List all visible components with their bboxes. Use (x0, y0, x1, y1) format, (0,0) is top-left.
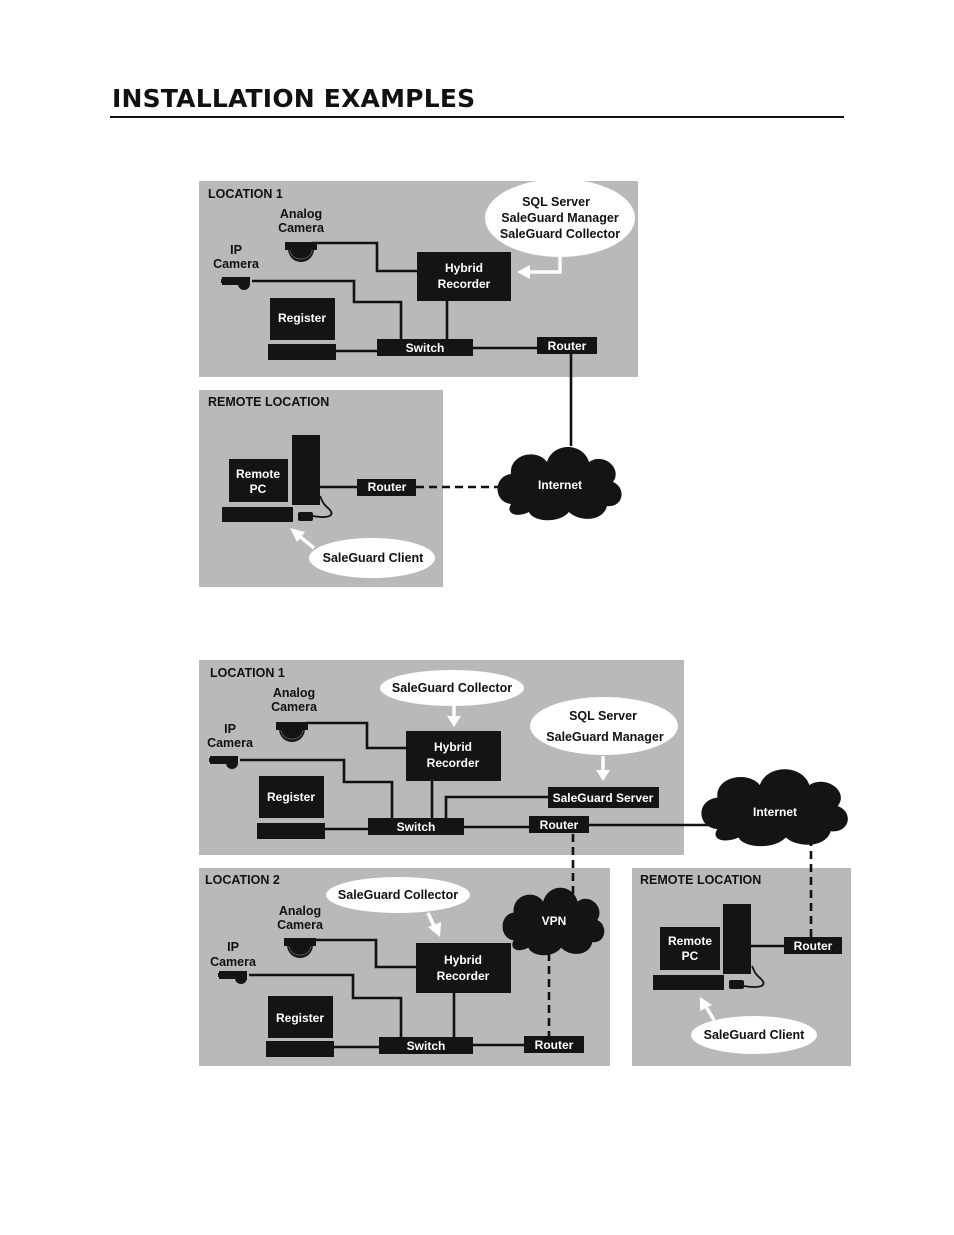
ip-camera-label: IP (230, 243, 242, 257)
saleguard-collector-label: SaleGuard Collector (392, 681, 512, 695)
remote-pc-monitor (229, 459, 288, 502)
saleguard-server-box (548, 787, 659, 808)
remote-pc-keyboard (222, 507, 293, 522)
mouse-icon (298, 512, 313, 521)
hybrid-recorder-label: Recorder (427, 756, 480, 770)
ip-camera-label: Camera (210, 955, 257, 969)
remote-pc-monitor (660, 927, 720, 970)
diagram-1: Hybrid Recorder Register Switch Router I… (199, 179, 638, 587)
router-label: Router (540, 818, 579, 832)
sql-server-bubble (485, 179, 635, 257)
register-keyboard (268, 344, 336, 360)
hybrid-recorder-label: Hybrid (445, 261, 483, 275)
saleguard-client-label: SaleGuard Client (704, 1028, 806, 1042)
register-keyboard (257, 823, 325, 839)
hybrid-recorder-box (416, 943, 511, 993)
remote-pc-label: PC (682, 949, 699, 963)
ip-camera-label: IP (227, 940, 239, 954)
register-label: Register (267, 790, 315, 804)
saleguard-collector-bubble (380, 670, 524, 706)
sql-server-bubble (530, 697, 678, 755)
analog-camera-label: Camera (278, 221, 325, 235)
arrow-head (290, 528, 305, 542)
location-1-label: LOCATION 1 (210, 666, 285, 680)
internet-label: Internet (538, 478, 582, 492)
register-box (259, 776, 324, 818)
arrow-head (700, 997, 712, 1011)
arrow-head (596, 770, 610, 781)
saleguard-collector-bubble (326, 877, 470, 913)
hybrid-recorder-label: Recorder (438, 277, 491, 291)
saleguard-client-bubble (691, 1016, 817, 1054)
remote-router-box (357, 479, 416, 496)
switch-label: Switch (407, 1039, 446, 1053)
hybrid-recorder-label: Hybrid (444, 953, 482, 967)
router-box (537, 337, 597, 354)
vpn-label: VPN (542, 914, 567, 928)
bubble-line: SaleGuard Manager (501, 211, 619, 225)
remote-pc-label: PC (250, 482, 267, 496)
bubble-line: SaleGuard Manager (546, 730, 664, 744)
title-rule (110, 116, 844, 118)
switch-box (368, 818, 464, 835)
remote-pc-label: Remote (236, 467, 280, 481)
ip-camera-label: Camera (213, 257, 260, 271)
pc-tower (292, 435, 320, 505)
bubble-line: SQL Server (569, 709, 637, 723)
location-1-label: LOCATION 1 (208, 187, 283, 201)
analog-camera-label: Analog (279, 904, 321, 918)
internet-label: Internet (753, 805, 797, 819)
pc-tower (723, 904, 751, 974)
saleguard-collector-label: SaleGuard Collector (338, 888, 458, 902)
arrow (527, 257, 562, 274)
router-label: Router (535, 1038, 574, 1052)
saleguard-client-label: SaleGuard Client (323, 551, 425, 565)
remote-router-box (784, 937, 842, 954)
register-label: Register (278, 311, 326, 325)
analog-camera-label: Camera (277, 918, 324, 932)
switch-box (377, 339, 473, 356)
register-box (270, 298, 335, 340)
register-label: Register (276, 1011, 324, 1025)
remote-pc-keyboard (653, 975, 724, 990)
remote-location-label: REMOTE LOCATION (640, 873, 761, 887)
bubble-line: SQL Server (522, 195, 590, 209)
router-box (529, 816, 589, 833)
analog-camera-label: Analog (273, 686, 315, 700)
saleguard-client-bubble (309, 538, 435, 578)
page-title: INSTALLATION EXAMPLES (112, 84, 476, 113)
arrow-head (428, 922, 441, 937)
remote-router-label: Router (368, 480, 407, 494)
switch-label: Switch (397, 820, 436, 834)
hybrid-recorder-box (417, 252, 511, 301)
hybrid-recorder-box (406, 731, 501, 781)
remote-location-label: REMOTE LOCATION (208, 395, 329, 409)
register-box (268, 996, 333, 1038)
ip-camera-label: Camera (207, 736, 254, 750)
hybrid-recorder-label: Hybrid (434, 740, 472, 754)
switch-label: Switch (406, 341, 445, 355)
location-2-label: LOCATION 2 (205, 873, 280, 887)
analog-camera-label: Analog (280, 207, 322, 221)
remote-pc-label: Remote (668, 934, 712, 948)
mouse-icon (729, 980, 744, 989)
arrow-head (517, 265, 530, 279)
diagram-2: Hybrid Recorder Register Switch Router S… (199, 660, 851, 1066)
ip-camera-label: IP (224, 722, 236, 736)
arrow-head (447, 716, 461, 727)
analog-camera-label: Camera (271, 700, 318, 714)
register-keyboard (266, 1041, 334, 1057)
remote-router-label: Router (794, 939, 833, 953)
bubble-line: SaleGuard Collector (500, 227, 620, 241)
router-label: Router (548, 339, 587, 353)
switch-box (379, 1037, 473, 1054)
router-box (524, 1036, 584, 1053)
hybrid-recorder-label: Recorder (437, 969, 490, 983)
saleguard-server-label: SaleGuard Server (553, 791, 654, 805)
